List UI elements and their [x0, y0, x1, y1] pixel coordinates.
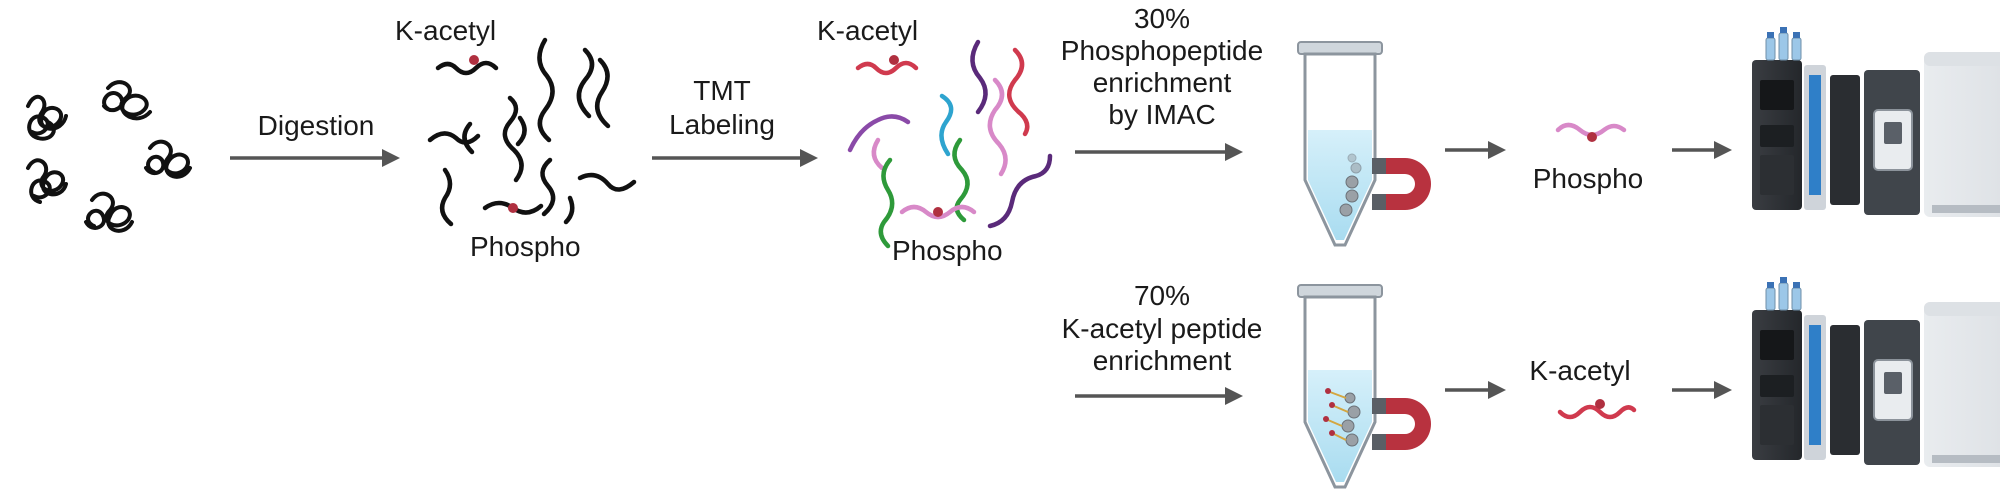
kacetyl-modification-dot: [889, 55, 899, 65]
step-digestion-label: Digestion: [258, 110, 375, 141]
protein-blob-icon: [26, 158, 68, 204]
arrow-tmt-labeling: [652, 149, 818, 167]
peptide-mixture-tmt-labeled: [847, 39, 1053, 249]
phospho-modification-dot: [508, 203, 518, 213]
bottom-product-label: K-acetyl: [1529, 355, 1630, 386]
magnet-icon: [1372, 158, 1431, 210]
phospho-peptide-icon: [1555, 122, 1627, 142]
kacetyl-modification-dot: [469, 55, 479, 65]
protein-blob-icon: [26, 94, 68, 141]
top-branch-line3: enrichment: [1093, 67, 1232, 98]
top-branch-percent: 30%: [1134, 3, 1190, 34]
kacetyl-label-1: K-acetyl: [395, 15, 496, 46]
arrow-bottom-to-product: [1445, 381, 1506, 399]
protein-blob-icon: [84, 191, 134, 233]
kacetyl-label-2: K-acetyl: [817, 15, 918, 46]
arrow-top-to-ms: [1672, 141, 1732, 159]
bottom-branch-line2: K-acetyl peptide: [1062, 313, 1263, 344]
step-tmt-label-line2: Labeling: [669, 109, 775, 140]
phospho-label-1: Phospho: [470, 231, 581, 262]
top-branch-line4: by IMAC: [1108, 99, 1215, 130]
bottom-branch-line3: enrichment: [1093, 345, 1232, 376]
protein-blob-icon: [102, 80, 152, 121]
mass-spectrometer-icon: [1751, 26, 2000, 218]
magnet-icon: [1372, 398, 1431, 450]
microcentrifuge-tube-icon: [1297, 284, 1383, 489]
arrow-bottom-to-ms: [1672, 381, 1732, 399]
arrow-to-bottom-enrichment: [1075, 387, 1243, 405]
kacetyl-peptide-icon: [1557, 399, 1637, 420]
top-product-label: Phospho: [1533, 163, 1644, 194]
phospho-modification-dot: [933, 207, 943, 217]
step-tmt-label-line1: TMT: [693, 75, 751, 106]
arrow-to-top-enrichment: [1075, 143, 1243, 161]
arrow-digestion: [230, 149, 400, 167]
arrow-top-to-product: [1445, 141, 1506, 159]
mass-spectrometer-icon: [1751, 276, 2000, 468]
top-branch-line2: Phosphopeptide: [1061, 35, 1263, 66]
protein-blob-icon: [144, 139, 192, 179]
bottom-branch-percent: 70%: [1134, 280, 1190, 311]
microcentrifuge-tube-icon: [1297, 41, 1383, 247]
peptide-mixture-unlabeled: [427, 37, 637, 227]
phospho-label-2: Phospho: [892, 235, 1003, 266]
